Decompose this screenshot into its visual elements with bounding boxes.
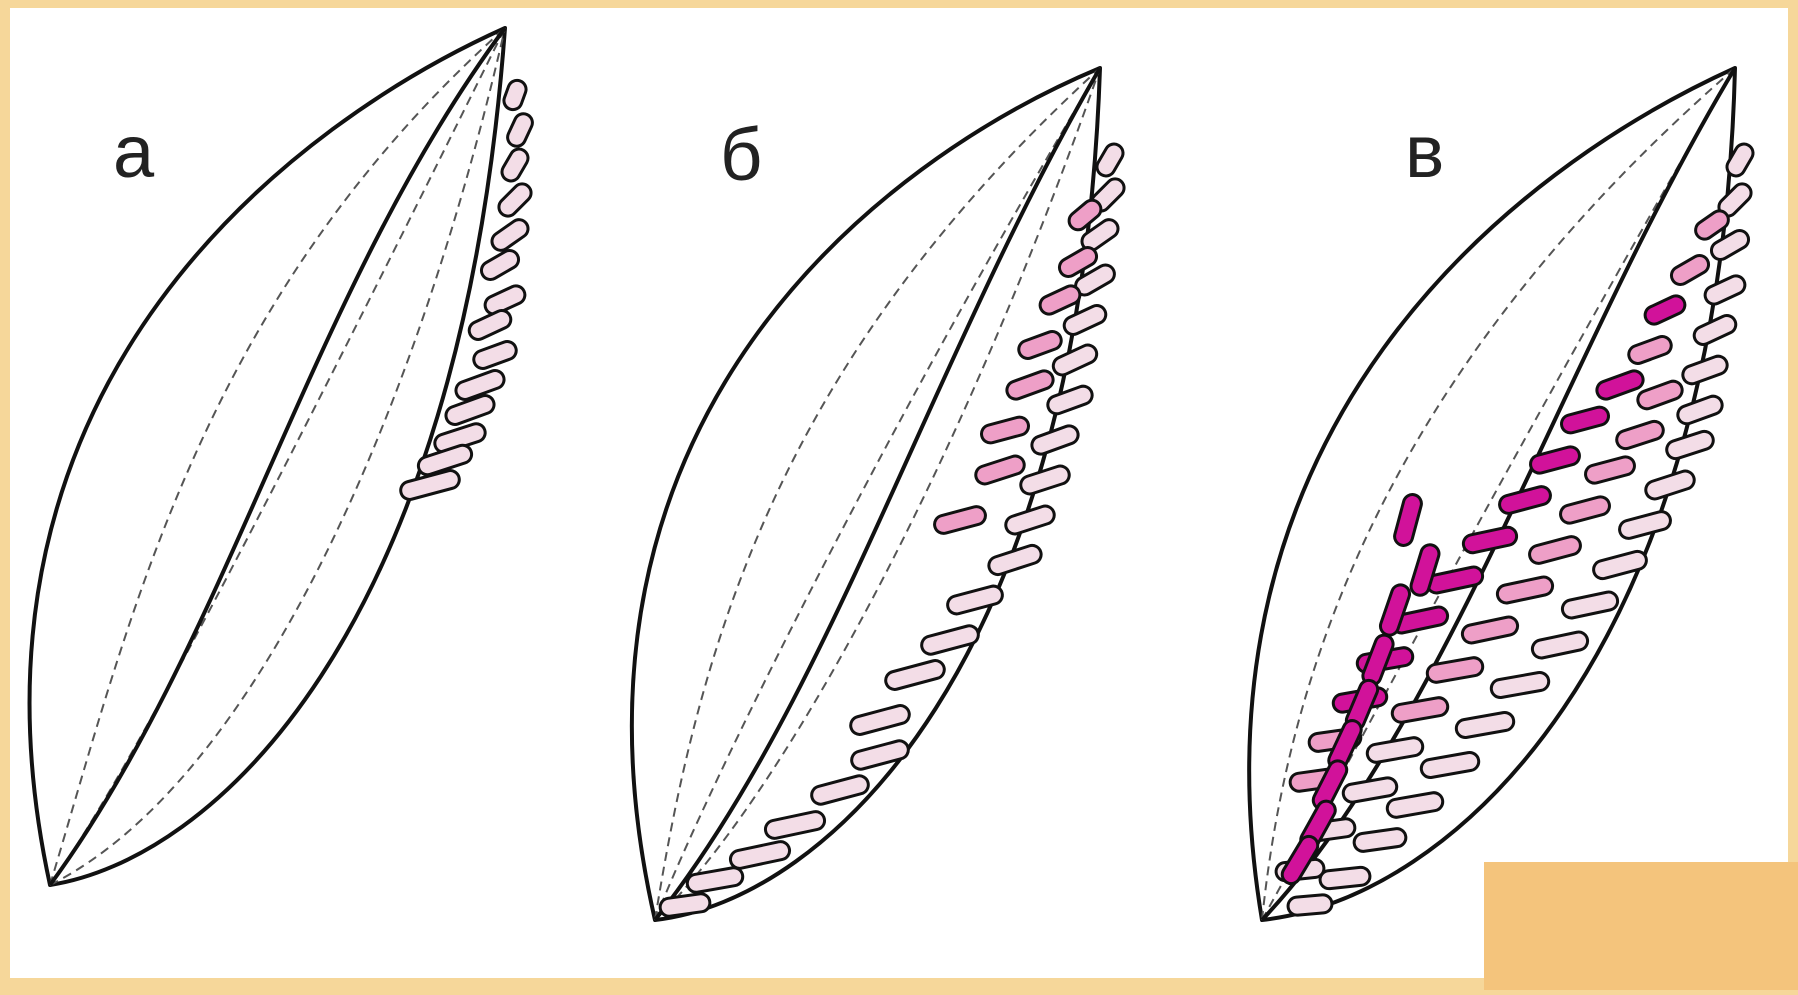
label-a: а (113, 115, 154, 189)
label-c: в (1405, 115, 1444, 189)
leaf-c-cell-47 (1319, 866, 1371, 889)
corner-block (1484, 862, 1798, 990)
leaf-c-cell-48 (1287, 894, 1332, 916)
label-b: б (720, 118, 762, 192)
